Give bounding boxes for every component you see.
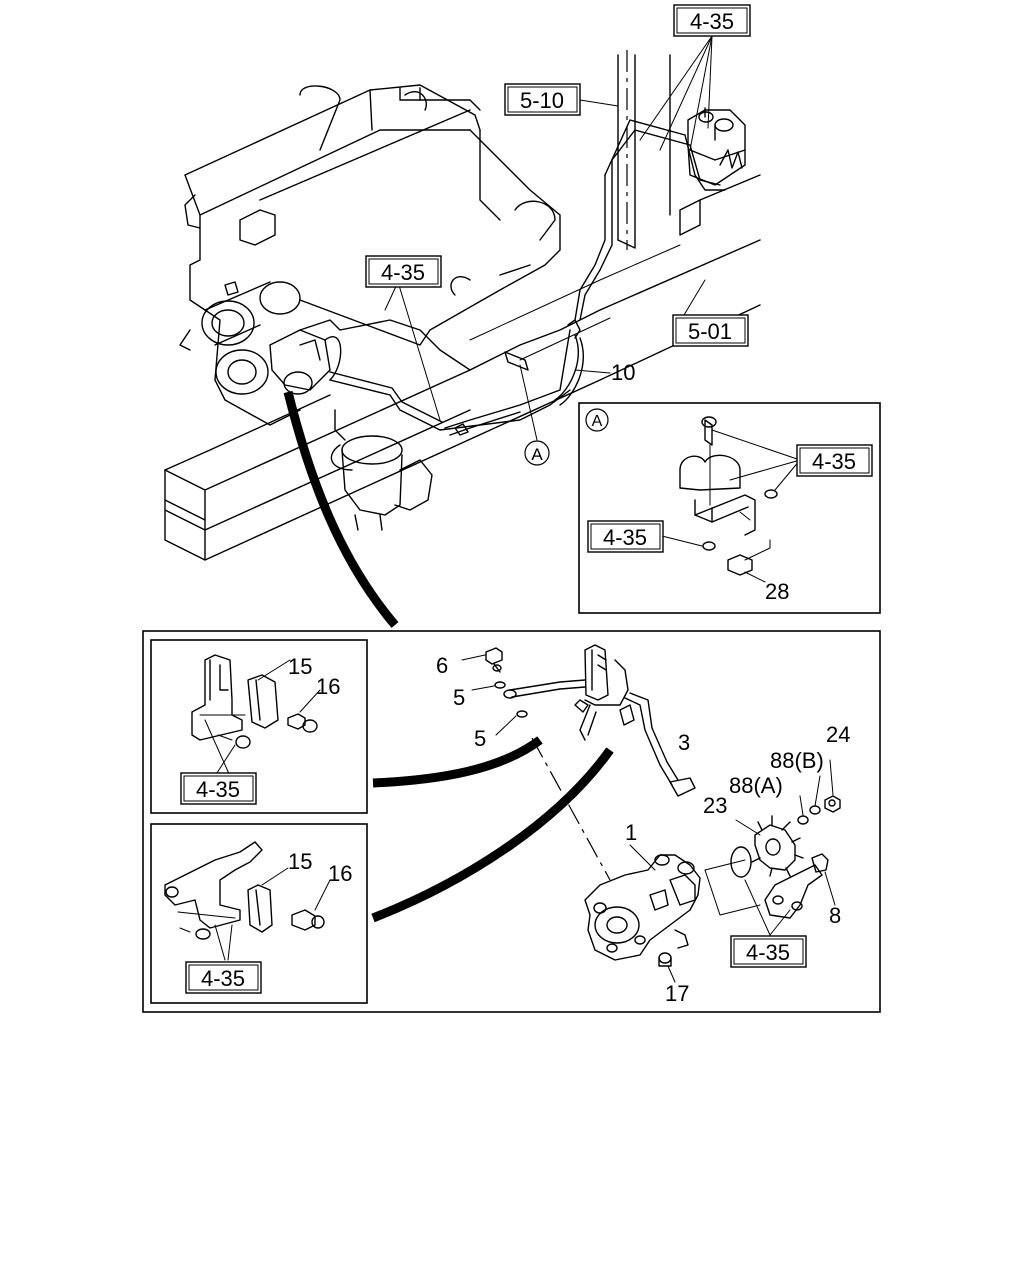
callout-5-lower: 5 <box>474 726 486 751</box>
callout-1: 1 <box>625 820 637 845</box>
inset-b-bracket-drawing <box>164 841 331 961</box>
ref-label: 5-10 <box>520 88 564 113</box>
steering-gear-box <box>330 409 433 531</box>
ref-label: 4-35 <box>201 966 245 991</box>
upper-leader-lines <box>384 35 713 441</box>
pump-detail-panel <box>142 630 881 1013</box>
inset-bracket-b <box>150 823 368 1004</box>
callout-88b: 88(B) <box>770 748 824 773</box>
ref-box-4-35-inset-a: 4-35 <box>180 772 257 805</box>
pressure-line-assembly <box>503 644 696 797</box>
inset-bracket-a <box>150 639 368 814</box>
cab-pillar <box>617 50 671 250</box>
ref-label: 4-35 <box>690 9 734 34</box>
chassis-frame-rail <box>164 174 761 561</box>
callout-28: 28 <box>765 579 789 604</box>
callout-5-upper: 5 <box>453 685 465 710</box>
callout-a-detail: A <box>585 408 609 432</box>
pump-gear-parts <box>730 759 841 878</box>
ref-label: 4-35 <box>603 525 647 550</box>
reservoir-tank <box>687 107 746 186</box>
callout-16-inset-b: 16 <box>328 861 352 886</box>
power-steering-pump-installed <box>269 319 342 395</box>
detail-a-bracket <box>661 416 801 583</box>
detail-a-frame <box>578 402 881 614</box>
detail-link-band <box>283 390 399 628</box>
ref-label: 4-35 <box>196 777 240 802</box>
callout-16-inset-a: 16 <box>316 674 340 699</box>
svg-text:A: A <box>531 445 543 464</box>
ref-box-5-10: 5-10 <box>504 83 581 116</box>
banjo-bolt-and-washers <box>461 647 528 736</box>
callout-3: 3 <box>678 730 690 755</box>
ref-box-4-35-upper-mid: 4-35 <box>365 255 442 288</box>
ref-box-4-35-inset-b: 4-35 <box>185 961 262 994</box>
svg-text:A: A <box>592 413 603 430</box>
ref-label: 4-35 <box>381 260 425 285</box>
callout-15-inset-b: 15 <box>288 849 312 874</box>
ref-label: 4-35 <box>812 449 856 474</box>
inset-b-link-band <box>371 747 614 923</box>
ref-box-5-01: 5-01 <box>672 314 749 347</box>
callout-17: 17 <box>665 981 689 1006</box>
callout-a-main: A <box>524 440 550 466</box>
engine-overview-drawing <box>164 35 761 628</box>
engine-pulleys <box>179 281 301 395</box>
callout-24: 24 <box>826 722 850 747</box>
engine-block <box>184 84 561 426</box>
ref-box-4-35-top: 4-35 <box>673 4 751 37</box>
callout-15-inset-a: 15 <box>288 654 312 679</box>
callout-6: 6 <box>436 653 448 678</box>
detail-a-panel <box>578 402 881 614</box>
power-steering-pump-exploded <box>584 844 701 983</box>
pump-detail-frame <box>142 630 881 1013</box>
ref-label: 4-35 <box>746 940 790 965</box>
callout-23: 23 <box>703 793 727 818</box>
assembly-guides <box>531 737 791 936</box>
inset-a-link-band <box>372 736 543 788</box>
ref-box-4-35-detail-a-right: 4-35 <box>796 444 873 477</box>
ref-label: 5-01 <box>688 319 732 344</box>
ref-box-4-35-detail-a-left: 4-35 <box>587 520 664 553</box>
callout-88a: 88(A) <box>729 773 783 798</box>
ref-box-4-35-pump: 4-35 <box>730 935 807 968</box>
callout-8: 8 <box>829 903 841 928</box>
inset-a-bracket-drawing <box>191 654 321 777</box>
pump-stud-bracket <box>764 853 836 919</box>
callout-10: 10 <box>611 360 635 385</box>
